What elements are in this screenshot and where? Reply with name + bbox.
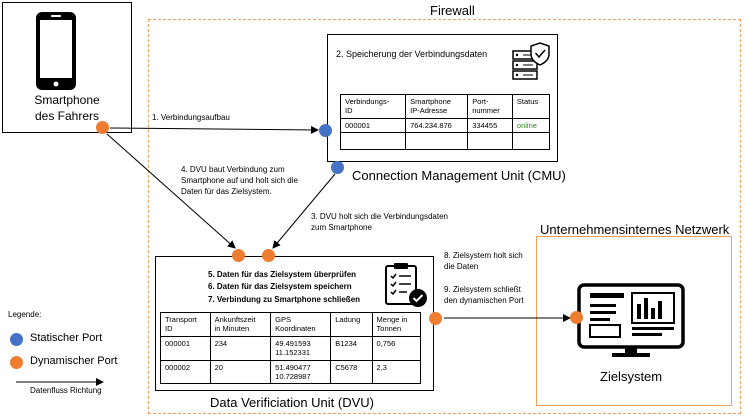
flow-step-3-label: 3. DVU holt sich die Verbindungsdaten zu… [311, 212, 448, 232]
zielsystem-dynamic-port [570, 311, 583, 324]
table-header-cell: Menge in Tonnen [371, 312, 422, 337]
cmu-static-port-in [319, 124, 332, 137]
legend-dynamic-port-label: Dynamischer Port [30, 355, 118, 367]
dvu-dynamic-port-1 [232, 249, 245, 262]
table-cell: 51.490477 10.728987 [270, 359, 332, 385]
table-cell: 000001 [339, 117, 407, 134]
arrow-step-3 [272, 173, 336, 249]
flow-step-1-label: 1. Verbindungsaufbau [152, 113, 230, 122]
dvu-step-5: 5. Daten für das Zielsystem überprüfen [208, 270, 357, 279]
zielsystem-label: Zielsystem [600, 369, 663, 384]
firewall-label: Firewall [430, 3, 475, 18]
status-cell: online [511, 117, 551, 134]
table-header-cell: Ankunftszeit in Minuten [209, 312, 272, 337]
smartphone-dynamic-port [96, 121, 109, 134]
cmu-title: Connection Management Unit (CMU) [352, 168, 566, 183]
internal-network-label: Unternehmensinternes Netzwerk [540, 222, 730, 237]
dvu-steps: 5. Daten für das Zielsystem überprüfen 6… [208, 269, 360, 306]
monitor-dashboard-icon [577, 283, 685, 357]
table-header-row: Verbindungs- ID Smartphone IP-Adresse Po… [339, 94, 551, 119]
legend-static-port-label: Statischer Port [30, 332, 103, 344]
dvu-box: 5. Daten für das Zielsystem überprüfen 6… [155, 256, 434, 391]
flow-step-4-label: 4. DVU baut Verbindung zum Smartphone au… [181, 165, 298, 196]
table-cell: 334455 [467, 117, 513, 134]
cmu-table: Verbindungs- ID Smartphone IP-Adresse Po… [339, 94, 551, 151]
dvu-step-6: 6. Daten für das Zielsystem speichern [208, 282, 352, 292]
cmu-box: 2. Speicherung der Verbindungsdaten Verb… [327, 34, 558, 162]
dvu-dynamic-port-2 [262, 249, 275, 262]
dvu-table: Transport ID Ankunftszeit in Minuten GPS… [160, 312, 422, 385]
legend-dynamic-port-icon [10, 356, 23, 369]
dvu-dynamic-port-3 [429, 312, 442, 325]
table-row [339, 132, 551, 151]
dvu-step-7: 7. Verbindung zu Smartphone schließen [208, 294, 361, 304]
table-row: 000001 764.234.876 334455 online [339, 117, 551, 134]
cmu-step-label: 2. Speicherung der Verbindungsdaten [336, 49, 488, 59]
table-cell: 2,3 [371, 359, 422, 385]
dvu-title: Data Verificiation Unit (DVU) [210, 395, 374, 410]
table-cell: 000002 [160, 359, 211, 385]
smartphone-box: Smartphone des Fahrers [2, 2, 132, 133]
legend-flow-label: Datenfluss Richtung [30, 386, 102, 395]
table-cell [511, 132, 551, 151]
legend-static-port-icon [10, 333, 23, 346]
internal-network-boundary [536, 236, 732, 406]
cmu-static-port-out [331, 161, 344, 174]
table-row: 000002 20 51.490477 10.728987 C5678 2,3 [160, 359, 422, 385]
table-header-row: Transport ID Ankunftszeit in Minuten GPS… [160, 312, 422, 337]
arrow-step-1 [109, 125, 319, 134]
server-shield-icon [512, 42, 550, 80]
table-cell: C5678 [330, 359, 373, 385]
table-cell [339, 132, 407, 151]
table-header-cell: Port- nummer [467, 94, 513, 119]
legend-title: Legende: [8, 310, 42, 319]
arrow-step-4 [106, 133, 236, 249]
table-cell [405, 132, 469, 151]
clipboard-check-icon [385, 263, 427, 307]
firewall-boundary [148, 19, 741, 414]
smartphone-label: Smartphone des Fahrers [34, 93, 100, 123]
table-cell: 764.234.876 [405, 117, 469, 134]
flow-step-8-label: 8. Zielsystem holt sich die Daten [444, 251, 523, 271]
table-header-cell: Verbindungs- ID [339, 94, 407, 119]
table-cell: 000001 [160, 335, 211, 361]
smartphone-icon [36, 12, 76, 90]
flow-step-9-label: 9. Zielsystem schließt den dynamischen P… [444, 285, 524, 305]
